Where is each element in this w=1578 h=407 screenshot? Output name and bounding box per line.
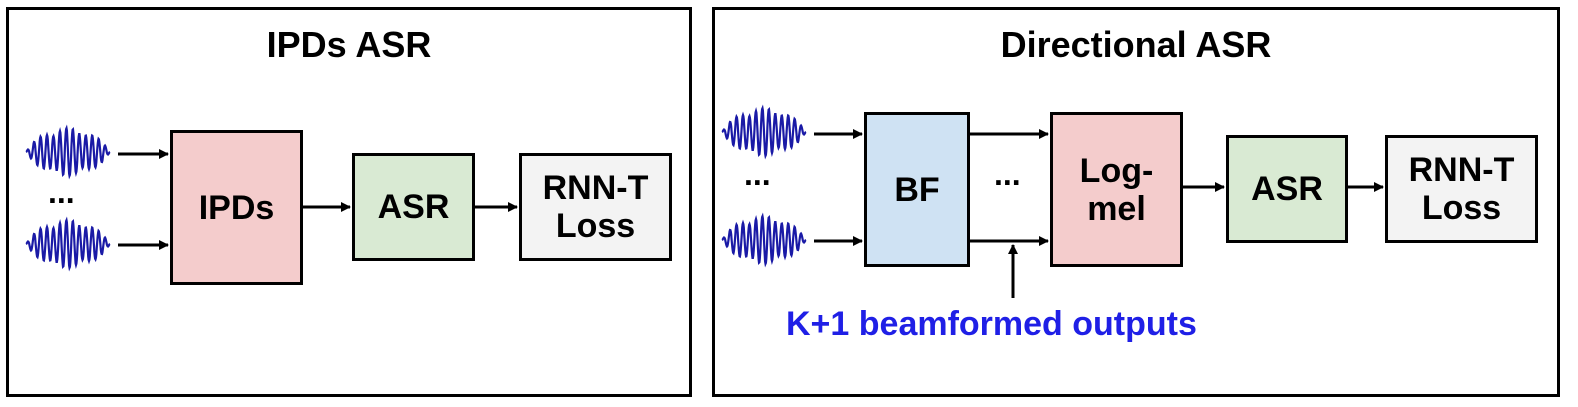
left-rnnt-loss-block: RNN-T Loss xyxy=(519,153,672,261)
left-panel-title: IPDs ASR xyxy=(266,24,432,65)
beamformed-outputs-label: K+1 beamformed outputs xyxy=(786,305,1197,343)
left-input-ellipsis: ... xyxy=(48,174,75,210)
ipds-block: IPDs xyxy=(170,130,303,285)
waveform-icon xyxy=(25,124,111,180)
left-asr-block: ASR xyxy=(352,153,475,261)
waveform-icon xyxy=(721,104,807,160)
waveform-icon xyxy=(25,216,111,272)
right-panel-title: Directional ASR xyxy=(1000,24,1272,65)
right-input-ellipsis: ... xyxy=(744,156,771,192)
bf-block: BF xyxy=(864,112,970,267)
right-asr-block: ASR xyxy=(1226,135,1348,243)
right-rnnt-loss-block: RNN-T Loss xyxy=(1385,135,1538,243)
waveform-icon xyxy=(721,212,807,268)
beam-outputs-ellipsis: ... xyxy=(994,156,1021,192)
logmel-block: Log- mel xyxy=(1050,112,1183,267)
